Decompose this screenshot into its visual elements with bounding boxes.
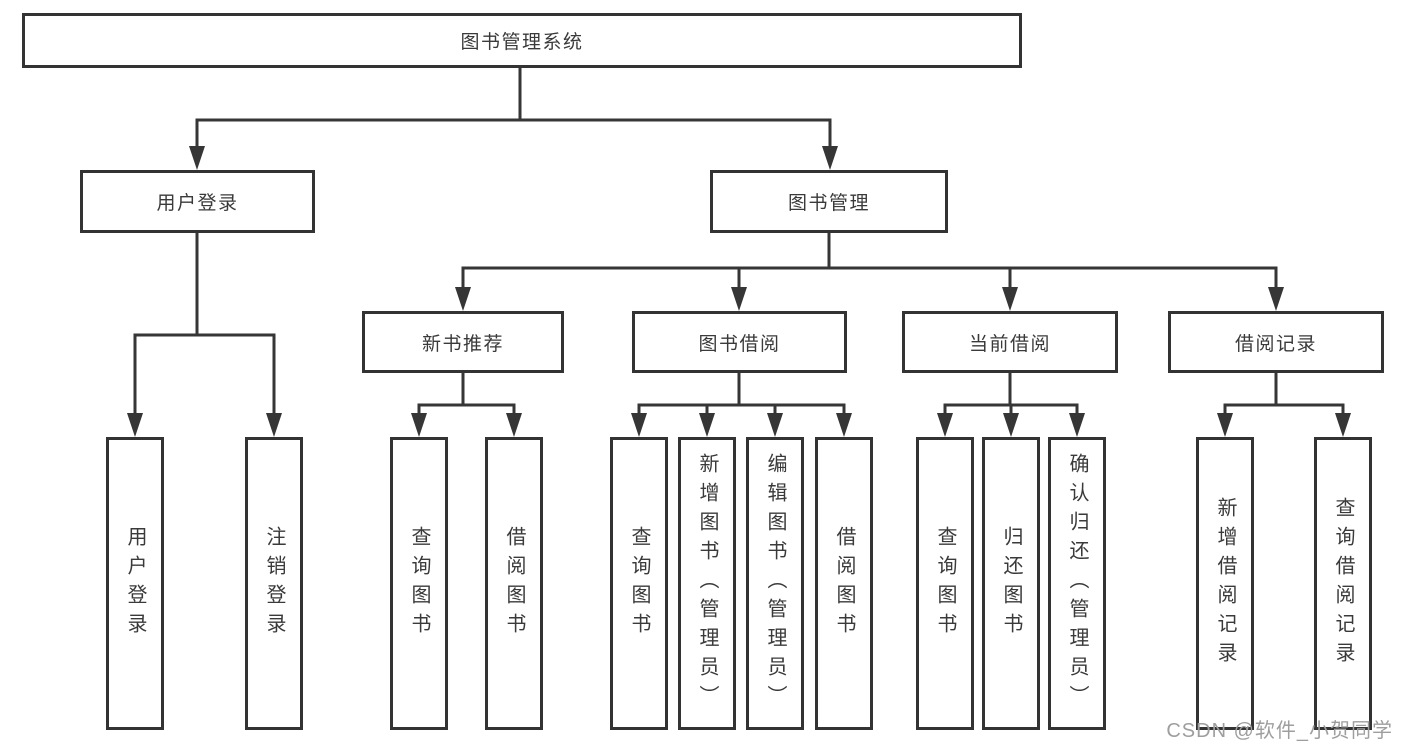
- leaf-bb-edit-books-admin-label: 编辑图书（管理员）: [764, 453, 786, 714]
- leaf-cb-query-books-label: 查询图书: [934, 525, 956, 642]
- node-current-borrowing: 当前借阅: [902, 311, 1118, 373]
- leaf-cb-confirm-return-admin: 确认归还（管理员）: [1048, 437, 1106, 730]
- leaf-bb-add-books-admin: 新增图书（管理员）: [678, 437, 736, 730]
- leaf-cb-query-books: 查询图书: [916, 437, 974, 730]
- node-user-login: 用户登录: [80, 170, 315, 233]
- node-book-borrowing: 图书借阅: [632, 311, 847, 373]
- leaf-logout: 注销登录: [245, 437, 303, 730]
- csdn-watermark: CSDN @软件_小贺同学: [1166, 720, 1393, 742]
- leaf-nbr-query-books-label: 查询图书: [408, 525, 430, 642]
- leaf-bb-add-books-admin-label: 新增图书（管理员）: [696, 453, 718, 714]
- leaf-br-query-record: 查询借阅记录: [1314, 437, 1372, 730]
- leaf-nbr-borrow-books: 借阅图书: [485, 437, 543, 730]
- leaf-bb-borrow-books-label: 借阅图书: [833, 525, 855, 642]
- node-book-management: 图书管理: [710, 170, 948, 233]
- leaf-br-add-record: 新增借阅记录: [1196, 437, 1254, 730]
- leaf-br-add-record-label: 新增借阅记录: [1214, 496, 1236, 671]
- leaf-cb-return-books: 归还图书: [982, 437, 1040, 730]
- leaf-cb-return-books-label: 归还图书: [1000, 525, 1022, 642]
- leaf-nbr-query-books: 查询图书: [390, 437, 448, 730]
- node-new-book-recommendation: 新书推荐: [362, 311, 564, 373]
- leaf-user-login: 用户登录: [106, 437, 164, 730]
- leaf-cb-confirm-return-admin-label: 确认归还（管理员）: [1066, 453, 1088, 714]
- leaf-nbr-borrow-books-label: 借阅图书: [503, 525, 525, 642]
- node-library-management-system: 图书管理系统: [22, 13, 1022, 68]
- tree-edges: [133, 68, 1345, 419]
- leaf-bb-query-books: 查询图书: [610, 437, 668, 730]
- arrowhead: [127, 146, 1351, 437]
- node-borrowing-records: 借阅记录: [1168, 311, 1384, 373]
- leaf-logout-label: 注销登录: [263, 525, 285, 642]
- leaf-bb-edit-books-admin: 编辑图书（管理员）: [746, 437, 804, 730]
- leaf-bb-borrow-books: 借阅图书: [815, 437, 873, 730]
- leaf-br-query-record-label: 查询借阅记录: [1332, 496, 1354, 671]
- leaf-user-login-label: 用户登录: [124, 525, 146, 642]
- leaf-bb-query-books-label: 查询图书: [628, 525, 650, 642]
